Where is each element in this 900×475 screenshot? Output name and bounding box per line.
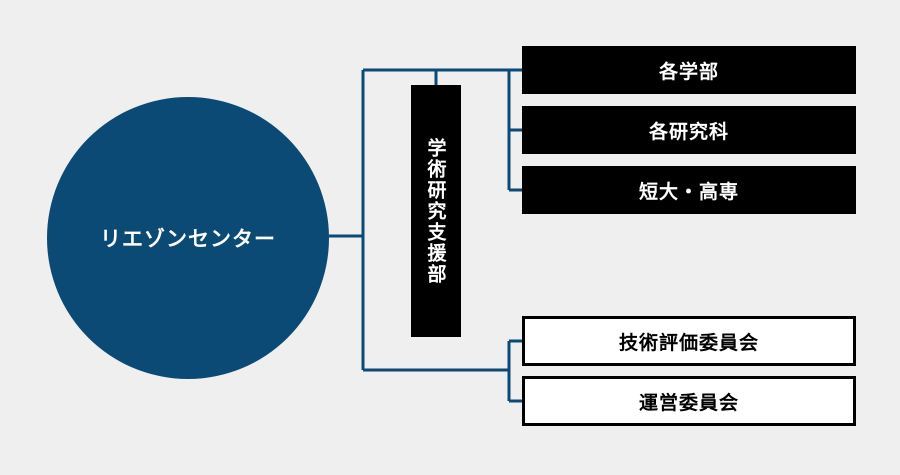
faculties-label: 各学部	[658, 60, 719, 83]
graduate-schools-label: 各研究科	[648, 120, 729, 143]
faculties-node: 各学部	[522, 46, 856, 94]
steering-committee-node: 運営委員会	[522, 376, 856, 426]
liaison-center-node: リエゾンセンター	[47, 97, 329, 379]
steering-committee-label: 運営委員会	[638, 391, 739, 414]
support-dept-node: 学術研究支援部	[411, 85, 461, 337]
tech-eval-committee-label: 技術評価委員会	[618, 331, 759, 354]
support-dept-label: 学術研究支援部	[424, 137, 447, 285]
graduate-schools-node: 各研究科	[522, 106, 856, 154]
colleges-label: 短大・高専	[638, 180, 739, 203]
tech-eval-committee-node: 技術評価委員会	[522, 316, 856, 366]
colleges-node: 短大・高専	[522, 166, 856, 214]
liaison-center-label: リエゾンセンター	[100, 227, 276, 251]
